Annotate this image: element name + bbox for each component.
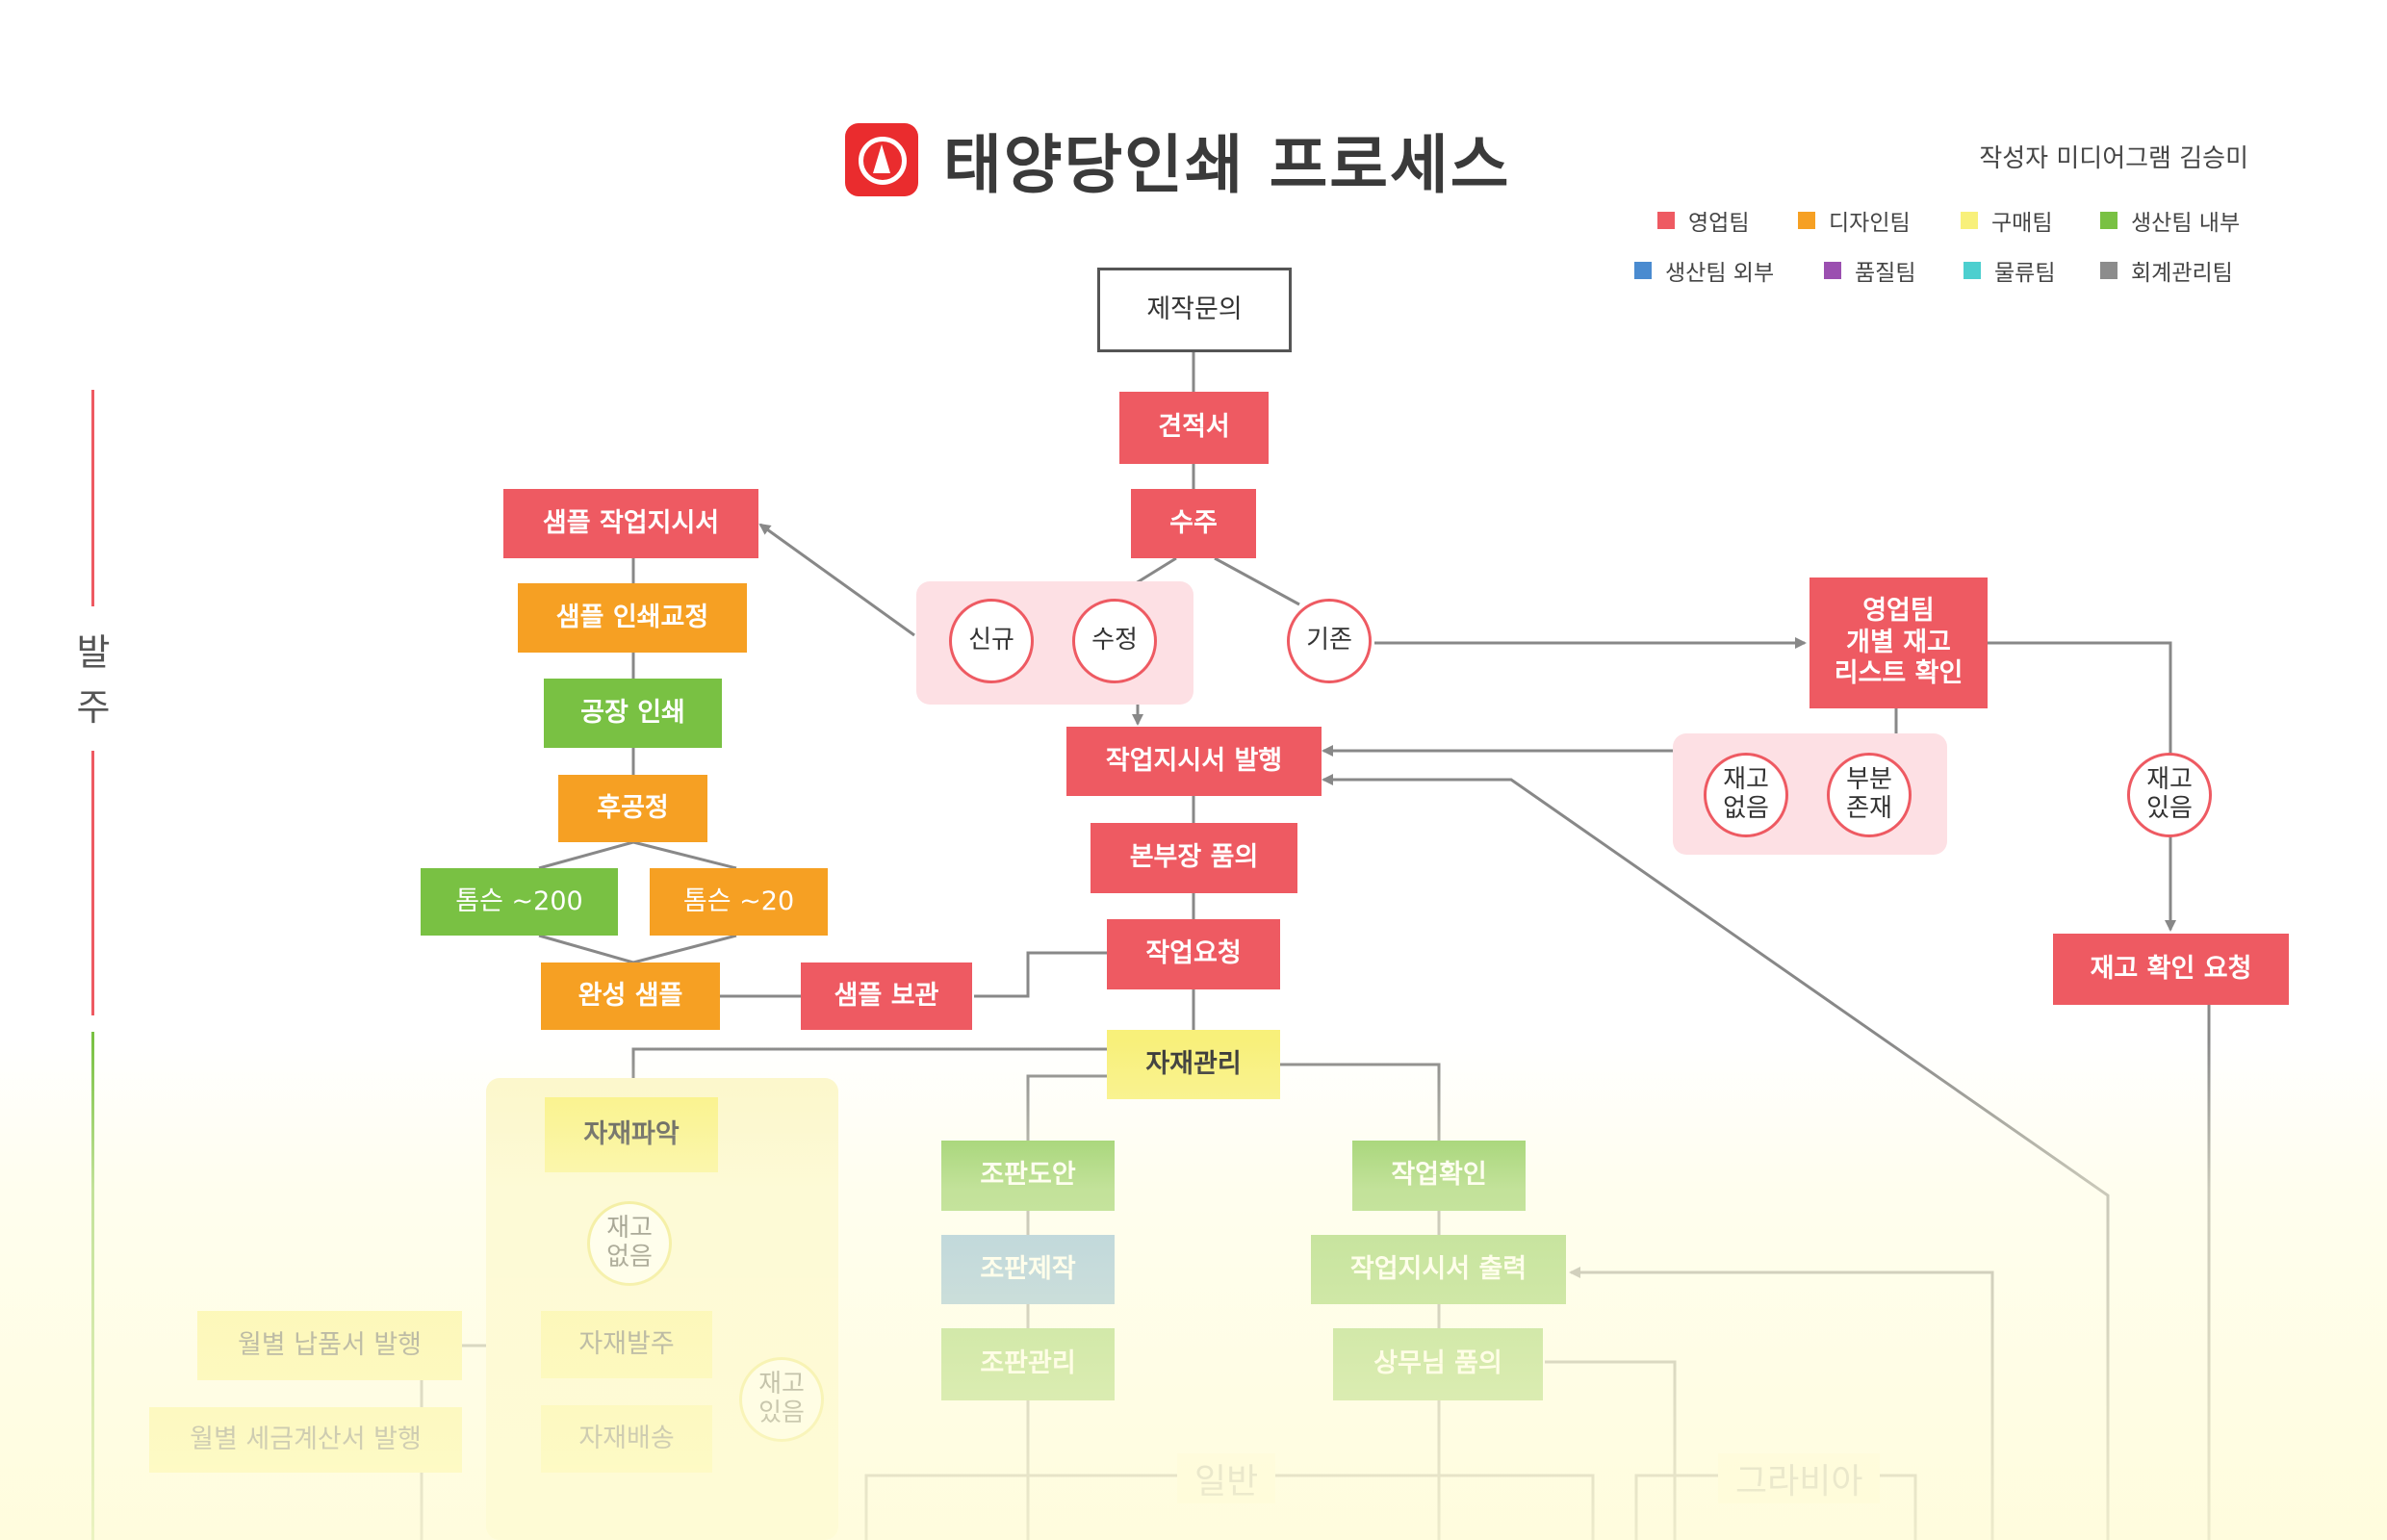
legend-item-prod-external: 생산팀 외부: [1634, 254, 1774, 287]
node-tomson-20[interactable]: 톰슨 ~20: [650, 868, 828, 936]
node-tomson-200[interactable]: 톰슨 ~200: [421, 868, 618, 936]
node-sample-storage[interactable]: 샘플 보관: [801, 962, 972, 1030]
legend-item-design: 디자인팀: [1798, 204, 1911, 237]
legend-label: 물류팀: [1994, 261, 2056, 286]
node-material-check[interactable]: 자재파악: [545, 1097, 718, 1172]
legend-swatch: [1961, 212, 1978, 229]
node-plate-draft[interactable]: 조판도안: [941, 1141, 1115, 1211]
node-sample-proof[interactable]: 샘플 인쇄교정: [518, 583, 747, 653]
page-title: 태양당인쇄 프로세스: [845, 114, 1510, 206]
node-revise[interactable]: 수정: [1072, 599, 1157, 683]
legend-label: 품질팀: [1855, 261, 1916, 286]
company-logo-icon: [845, 123, 918, 196]
node-existing[interactable]: 기존: [1287, 599, 1372, 683]
title-text: 태양당인쇄 프로세스: [943, 128, 1511, 202]
node-monthly-tax-invoice[interactable]: 월별 세금계산서 발행: [149, 1407, 462, 1473]
legend-item-accounting: 회계관리팀: [2100, 254, 2233, 287]
legend-swatch: [1657, 212, 1675, 229]
legend-item-quality: 품질팀: [1824, 254, 1915, 287]
node-plate-mgmt[interactable]: 조판관리: [941, 1328, 1115, 1400]
node-order[interactable]: 수주: [1131, 489, 1256, 558]
phase-line-bottom: [91, 751, 94, 1015]
node-has-stock[interactable]: 재고 있음: [2127, 753, 2212, 837]
node-post-process[interactable]: 후공정: [558, 775, 707, 842]
node-work-order-issue[interactable]: 작업지시서 발행: [1066, 727, 1322, 796]
legend-swatch: [1824, 262, 1841, 279]
label-gravure: 그라비아: [1718, 1453, 1881, 1503]
node-stock-check-request[interactable]: 재고 확인 요청: [2053, 934, 2289, 1005]
phase-line-top: [91, 390, 94, 606]
node-sales-stock-check[interactable]: 영업팀 개별 재고 리스트 확인: [1810, 578, 1988, 708]
legend-label: 생산팀 외부: [1665, 261, 1775, 286]
node-work-confirm[interactable]: 작업확인: [1352, 1141, 1526, 1211]
legend-swatch: [2100, 212, 2118, 229]
legend-item-sales: 영업팀: [1657, 204, 1749, 237]
node-partial-stock[interactable]: 부분 존재: [1827, 753, 1912, 837]
node-finished-sample[interactable]: 완성 샘플: [541, 962, 720, 1030]
legend-swatch: [1964, 262, 1981, 279]
node-estimate[interactable]: 견적서: [1119, 392, 1269, 464]
node-hq-approval[interactable]: 본부장 품의: [1091, 823, 1297, 893]
node-material-mgmt[interactable]: 자재관리: [1107, 1030, 1280, 1099]
legend-swatch: [1634, 262, 1652, 279]
legend-label: 회계관리팀: [2131, 261, 2233, 286]
node-exec-approval[interactable]: 상무님 품의: [1333, 1328, 1543, 1400]
node-material-delivery[interactable]: 자재배송: [541, 1405, 712, 1473]
node-material-order[interactable]: 자재발주: [541, 1311, 712, 1378]
node-new[interactable]: 신규: [949, 599, 1034, 683]
legend-item-purchase: 구매팀: [1961, 204, 2052, 237]
legend-label: 구매팀: [1991, 211, 2053, 236]
phase-label-order: 발 주: [76, 631, 111, 729]
label-general: 일반: [1177, 1453, 1276, 1503]
author-credit: 작성자 미디어그램 김승미: [1979, 144, 2248, 173]
node-no-stock-2[interactable]: 재고 없음: [587, 1201, 672, 1286]
node-work-request[interactable]: 작업요청: [1107, 919, 1280, 989]
node-work-order-print[interactable]: 작업지시서 출력: [1311, 1235, 1566, 1304]
legend-item-prod-internal: 생산팀 내부: [2100, 204, 2240, 237]
node-inquiry[interactable]: 제작문의: [1097, 268, 1292, 352]
phase-line-production: [91, 1032, 94, 1540]
node-no-stock[interactable]: 재고 없음: [1704, 753, 1788, 837]
legend-swatch: [1798, 212, 1815, 229]
node-factory-print[interactable]: 공장 인쇄: [544, 679, 722, 748]
node-monthly-delivery[interactable]: 월별 납품서 발행: [197, 1311, 462, 1380]
legend-swatch: [2100, 262, 2118, 279]
legend-label: 생산팀 내부: [2131, 211, 2241, 236]
legend-item-logistics: 물류팀: [1964, 254, 2055, 287]
node-has-stock-2[interactable]: 재고 있음: [739, 1357, 824, 1442]
node-sample-work-order[interactable]: 샘플 작업지시서: [503, 489, 758, 558]
legend-label: 영업팀: [1688, 211, 1750, 236]
legend-label: 디자인팀: [1829, 211, 1911, 236]
node-plate-make[interactable]: 조판제작: [941, 1235, 1115, 1304]
